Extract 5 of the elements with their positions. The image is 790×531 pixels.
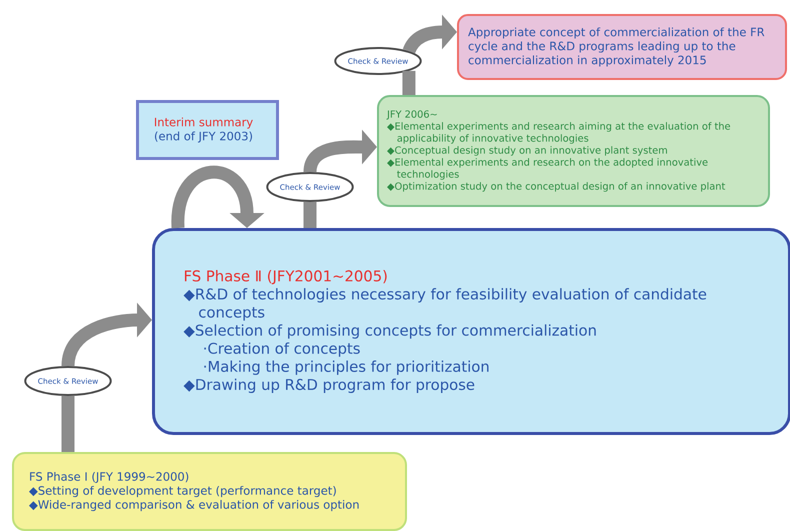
- goal-box: Appropriate concept of commercialization of the FR cycle and the R&D programs leading up to the commercialization in approximately 2015: [457, 14, 787, 80]
- phase-box: FS Phase Ⅱ (JFY2001∼2005) ◆R&D of technologies necessary for feasibility evaluation of candidate concepts ◆Selection of promising concepts for commercialization ·Creation of concepts ·Making the principles for prioritization ◆Drawing up R&D program for propose: [152, 228, 790, 435]
- summary-box: Interim summary (end of JFY 2003): [136, 100, 279, 160]
- plan-box: JFY 2006∼ ◆Elemental experiments and research aiming at the evaluation of the applicability of innovative technologies ◆Conceptual design study on an innovative plant system ◆Elemental experiments and research on the adopted innovative technologies ◆Optimization study on the conceptual design of an innovative plant: [377, 95, 770, 207]
- phase-box: FS Phase Ⅰ (JFY 1999∼2000) ◆Setting of development target (performance target) ◆Wide-ranged comparison & evaluation of various option: [12, 452, 407, 531]
